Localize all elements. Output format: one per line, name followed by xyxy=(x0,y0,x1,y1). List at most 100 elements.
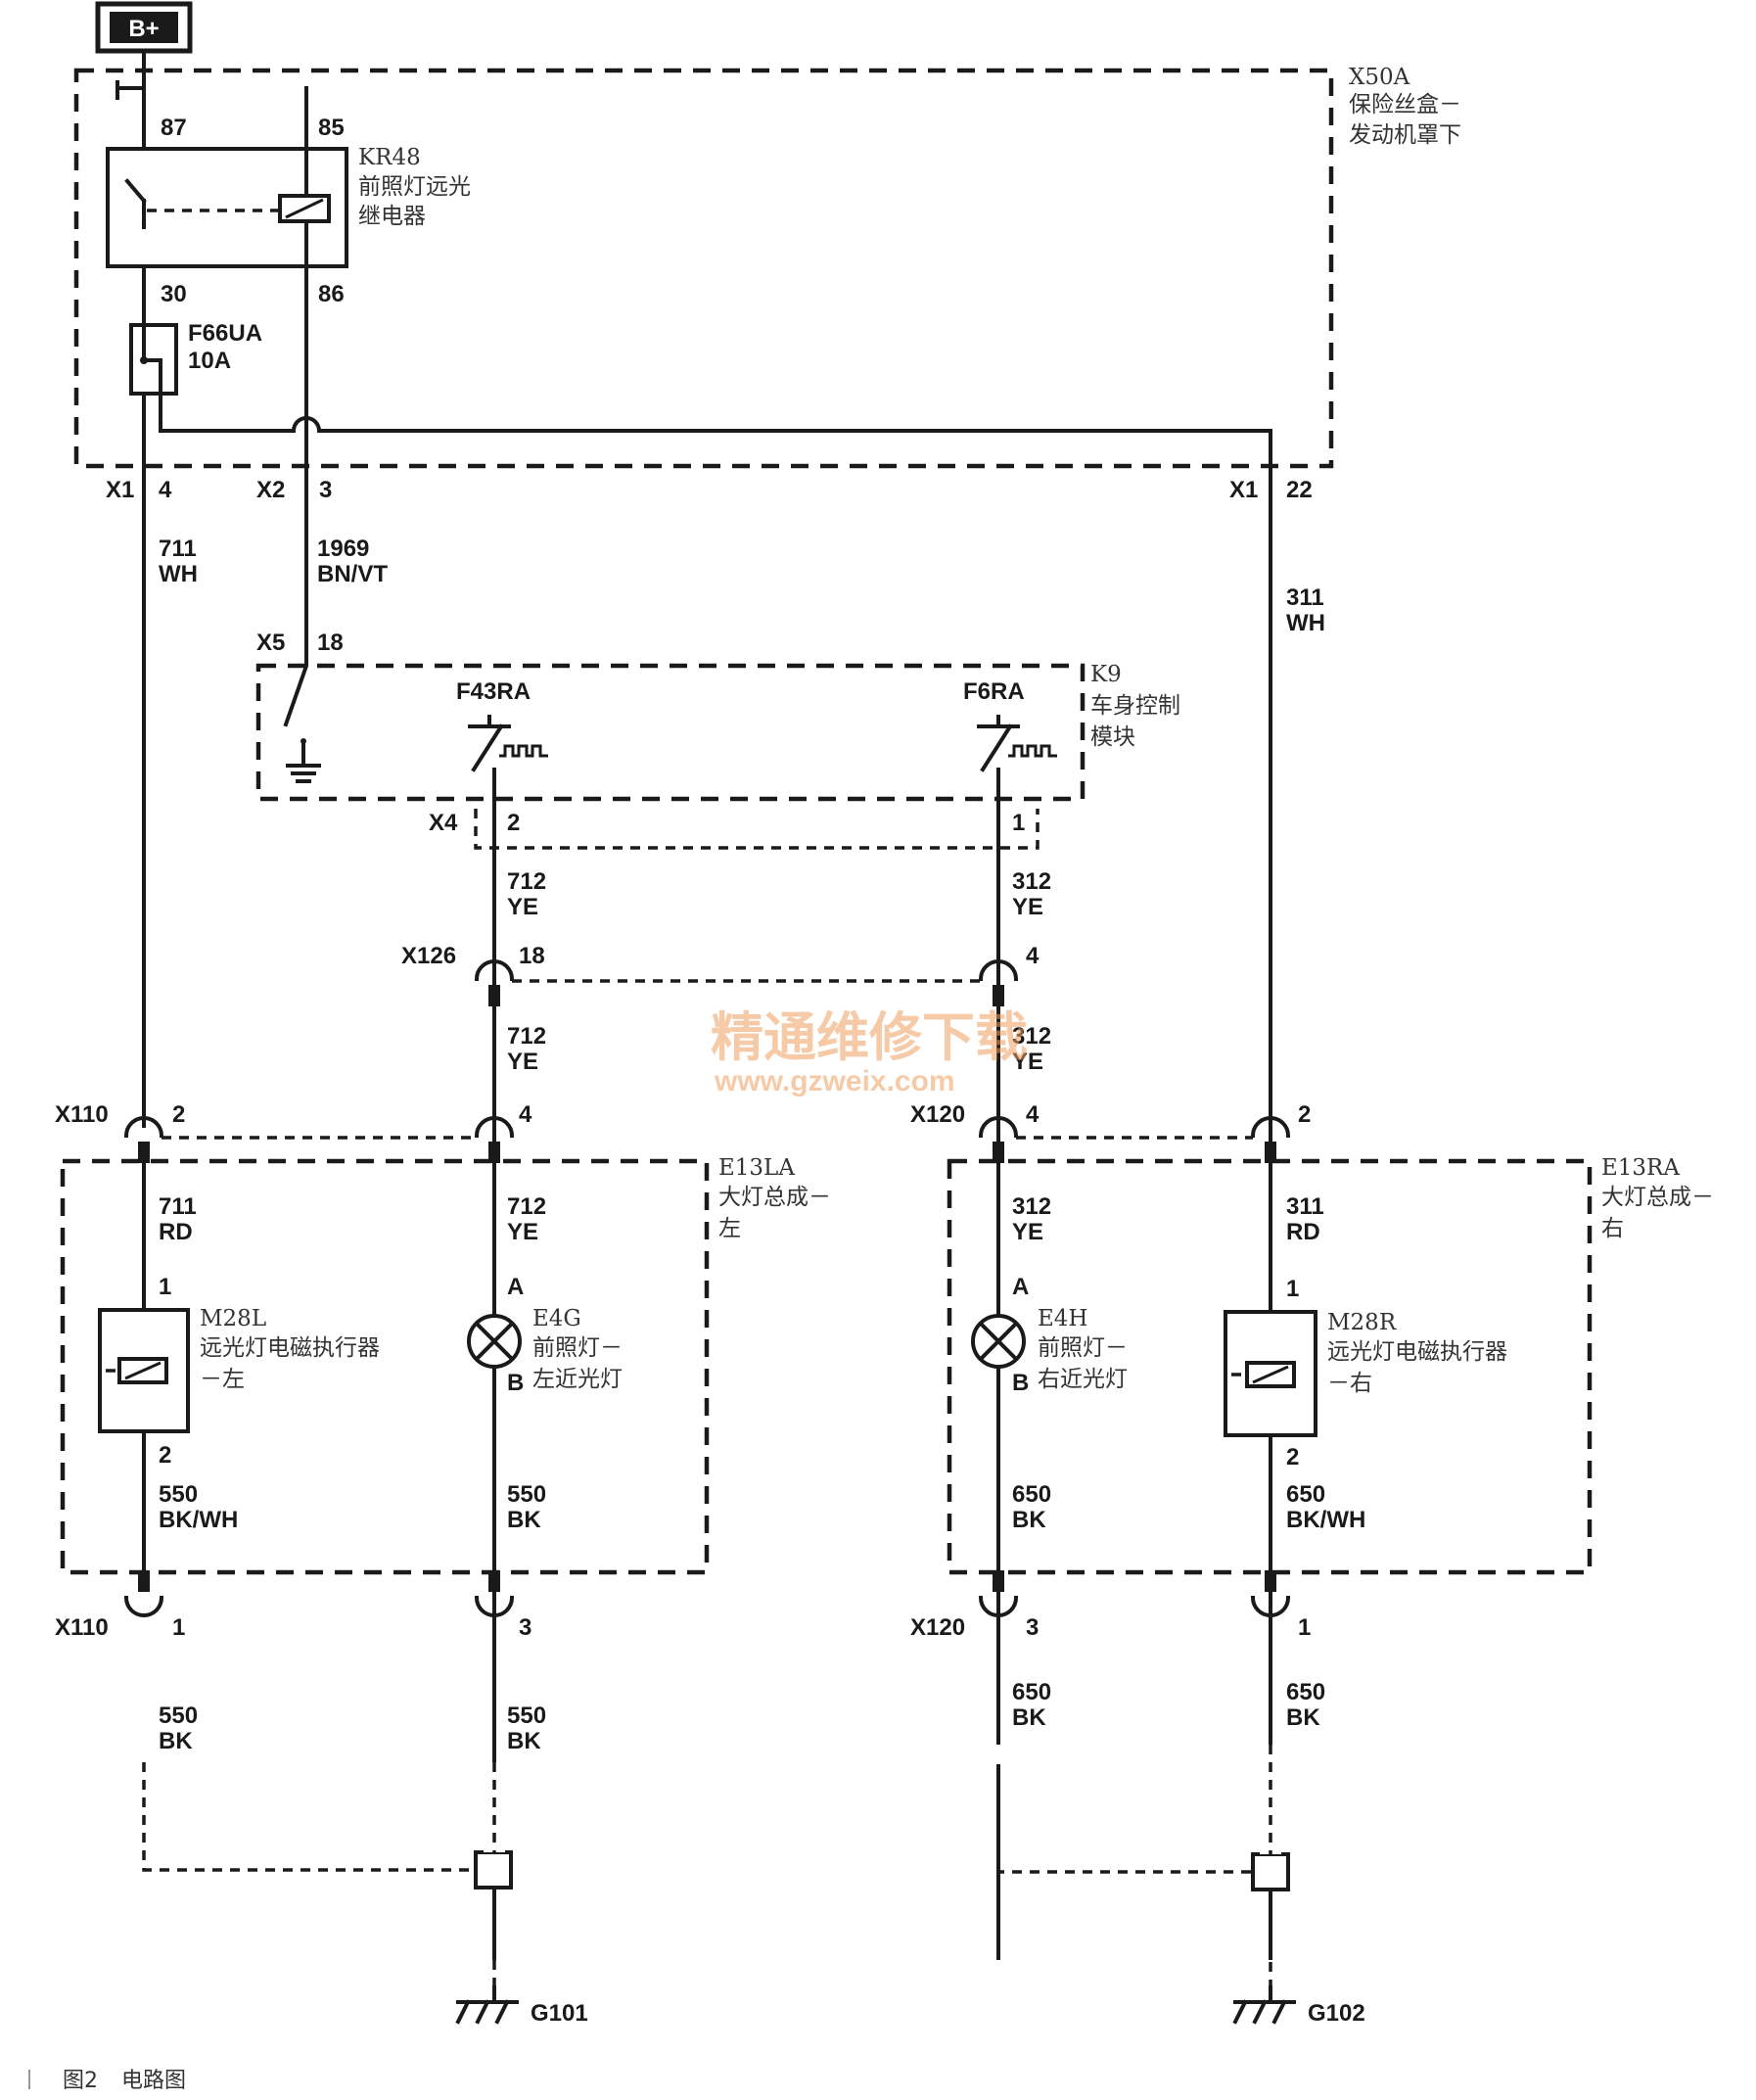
ground-g101-icon xyxy=(455,1985,519,2025)
lamp-right-outline xyxy=(947,1158,1593,1575)
fuse-box-name-2: 发动机罩下 xyxy=(1349,122,1461,148)
wire-550bk-a-num: 550 xyxy=(159,1703,198,1729)
bcm-outline xyxy=(255,663,1086,802)
fuse-box-ref: X50A xyxy=(1349,65,1410,90)
bcm-out-right-label: F6RA xyxy=(963,678,1025,705)
x4-ref: X4 xyxy=(429,810,458,836)
wire-311rd-num: 311 xyxy=(1286,1193,1324,1220)
x120-bot-ref: X120 xyxy=(910,1614,965,1641)
bcm-ground-switch xyxy=(286,738,321,783)
wire-1969-num: 1969 xyxy=(317,536,369,562)
bulb-right-name-1: 前照灯－ xyxy=(1038,1335,1128,1361)
solenoid-right-pin-top: 1 xyxy=(1286,1276,1299,1302)
caption-figure: 图2 xyxy=(63,2069,98,2093)
bulb-right-ref: E4H xyxy=(1038,1306,1087,1331)
fuse-rating: 10A xyxy=(188,348,231,374)
wire-712a-color: YE xyxy=(507,894,538,920)
wire-712c-num: 712 xyxy=(507,1193,546,1220)
power-label: B+ xyxy=(128,16,159,42)
x120-top-connector xyxy=(978,1116,1291,1163)
wire-650bk-b-num: 650 xyxy=(1286,1679,1325,1705)
bulb-left-name-2: 左近光灯 xyxy=(532,1367,623,1392)
bulb-left-pin-b: B xyxy=(507,1370,524,1396)
bulb-right-pin-b: B xyxy=(1012,1370,1029,1396)
x2-ref: X2 xyxy=(256,477,285,503)
solenoid-left-name-1: 远光灯电磁执行器 xyxy=(200,1335,380,1361)
wire-312b-num: 312 xyxy=(1012,1023,1051,1050)
wire-550bk-a-color: BK xyxy=(159,1728,193,1754)
wire-312b-color: YE xyxy=(1012,1049,1043,1075)
x120-bot-pin-left: 3 xyxy=(1026,1614,1039,1641)
wire-650bk-in-color: BK xyxy=(1012,1507,1046,1533)
x110-bot-connector xyxy=(123,1570,515,1617)
x110-bot-pin-right: 3 xyxy=(519,1614,531,1641)
solenoid-right-name-1: 远光灯电磁执行器 xyxy=(1327,1339,1507,1365)
wire-711-color: WH xyxy=(159,561,198,587)
wire-550bkwh-num: 550 xyxy=(159,1481,198,1508)
wire-650bkwh-num: 650 xyxy=(1286,1481,1325,1508)
wire-311-num: 311 xyxy=(1286,584,1324,611)
x110-top-connector xyxy=(123,1116,515,1163)
x1-right-pin: 22 xyxy=(1286,477,1313,503)
x120-bot-pin-right: 1 xyxy=(1298,1614,1311,1641)
lamp-right-name-2: 右 xyxy=(1601,1216,1624,1241)
wire-711rd-num: 711 xyxy=(159,1193,197,1220)
bulb-right-pin-a: A xyxy=(1012,1274,1029,1300)
lamp-left-name-2: 左 xyxy=(718,1216,741,1241)
x126-ref: X126 xyxy=(401,943,456,969)
wire-312a-color: YE xyxy=(1012,894,1043,920)
relay-pin-85: 85 xyxy=(318,115,345,141)
bulb-left-name-1: 前照灯－ xyxy=(532,1335,623,1361)
fuse-box-outline xyxy=(73,68,1334,469)
solenoid-right-ref: M28R xyxy=(1327,1310,1397,1335)
wire-712b-color: YE xyxy=(507,1049,538,1075)
wire-550bk-b-color: BK xyxy=(507,1728,541,1754)
x4-pin-right: 1 xyxy=(1012,810,1025,836)
solenoid-right-pin-bot: 2 xyxy=(1286,1444,1299,1470)
bcm-name-1: 车身控制 xyxy=(1090,693,1180,719)
x126-connector xyxy=(474,959,1019,1006)
x120-top-ref: X120 xyxy=(910,1101,965,1128)
x126-pin-right: 4 xyxy=(1026,943,1040,969)
x4-pin-left: 2 xyxy=(507,810,520,836)
ground-left-label: G101 xyxy=(531,2000,588,2027)
fuse-f66ua: F66UA 10A xyxy=(129,320,262,396)
wire-550bk-b-num: 550 xyxy=(507,1703,546,1729)
bulb-left-ref: E4G xyxy=(532,1306,581,1331)
bulb-left xyxy=(467,1314,522,1369)
bulb-left-pin-a: A xyxy=(507,1274,524,1300)
wire-712b-num: 712 xyxy=(507,1023,546,1050)
solenoid-left-pin-bot: 2 xyxy=(159,1442,171,1469)
x110-top-pin-right: 4 xyxy=(519,1101,532,1128)
power-terminal: B+ xyxy=(95,1,193,54)
wire-550bk-in-num: 550 xyxy=(507,1481,546,1508)
x126-pin-left: 18 xyxy=(519,943,545,969)
ground-right-label: G102 xyxy=(1308,2000,1365,2027)
ground-g102-icon xyxy=(1232,1985,1296,2025)
x2-pin: 3 xyxy=(319,477,332,503)
relay-pin-87: 87 xyxy=(161,115,187,141)
wire-650bkwh-color: BK/WH xyxy=(1286,1507,1365,1533)
wire-550bk-in-color: BK xyxy=(507,1507,541,1533)
bcm-out-left-label: F43RA xyxy=(456,678,531,705)
wire-650bk-in-num: 650 xyxy=(1012,1481,1051,1508)
relay-name-2: 继电器 xyxy=(358,204,426,229)
wire-711rd-color: RD xyxy=(159,1219,193,1245)
relay-name-1: 前照灯远光 xyxy=(358,174,471,200)
bcm-name-2: 模块 xyxy=(1090,724,1135,750)
relay-pin-30: 30 xyxy=(161,281,187,307)
wire-650bk-a-color: BK xyxy=(1012,1704,1046,1731)
bulb-right xyxy=(971,1314,1026,1369)
x5-ref: X5 xyxy=(256,630,285,656)
x120-bot-connector xyxy=(978,1570,1291,1617)
x120-top-pin-right: 2 xyxy=(1298,1101,1311,1128)
bcm-ref: K9 xyxy=(1090,662,1122,687)
x1-left-ref: X1 xyxy=(106,477,134,503)
caption-title: 电路图 xyxy=(121,2069,186,2093)
ground-splice-right xyxy=(996,1762,1290,1987)
wire-311rd-color: RD xyxy=(1286,1219,1320,1245)
wire-711-num: 711 xyxy=(159,536,197,562)
lamp-right-ref: E13RA xyxy=(1601,1155,1680,1181)
